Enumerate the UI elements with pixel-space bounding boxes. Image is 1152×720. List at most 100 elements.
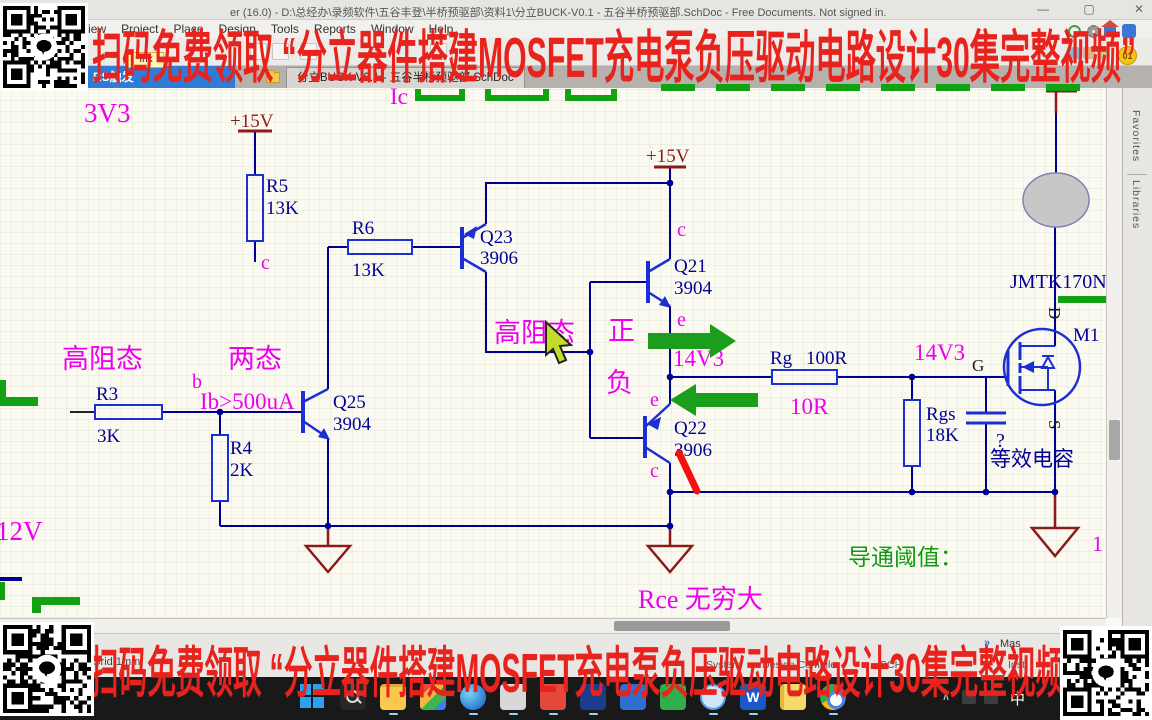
q23-ref: Q23 <box>480 227 513 248</box>
label-neg: 负 <box>606 368 633 398</box>
toolbar-icon[interactable] <box>272 43 289 60</box>
edge-browser-icon[interactable] <box>460 684 486 710</box>
menu-window[interactable]: Window <box>370 22 414 36</box>
q25-ref: Q25 <box>333 392 366 413</box>
menu-help[interactable]: Help <box>428 22 454 36</box>
label-pos: 正 <box>608 316 635 346</box>
doc-icon[interactable] <box>1083 47 1095 59</box>
mask-level-button[interactable]: Mas <box>1000 638 1021 650</box>
label-ic: Ic <box>390 88 408 109</box>
r3-val: 3K <box>97 426 121 447</box>
tray-expand-icon[interactable]: ∧ <box>942 691 951 703</box>
p15v-label-2: +15V <box>646 146 690 167</box>
label-threshold: 导通阈值： <box>848 545 963 570</box>
vertical-scrollbar[interactable] <box>1106 88 1122 618</box>
title-bar: er (16.0) - D:\总经办\录频软件\五谷丰登\半桥预驱部\资料1\分… <box>0 0 1152 20</box>
blue-edge-dash <box>0 577 22 581</box>
label-two-state: 两态 <box>228 344 282 374</box>
toolbar-icon[interactable] <box>430 43 447 60</box>
menu-reports[interactable]: Reports <box>313 22 356 36</box>
resistors[interactable] <box>94 174 921 502</box>
resistor-rgs <box>903 399 921 467</box>
maximize-button[interactable]: ▢ <box>1083 2 1095 16</box>
tab-rs-trigger[interactable]: RS触发 <box>85 66 235 88</box>
document-tab-bar: RS触发 分立BUCK-V0.1 - 五谷半桥预驱部.SchDoc <box>0 66 1152 88</box>
search-icon[interactable] <box>340 684 366 710</box>
swap-icon[interactable] <box>1122 24 1136 38</box>
word-icon[interactable]: W <box>740 684 766 710</box>
transistor-arrows <box>318 226 671 440</box>
doc-icon[interactable] <box>1098 47 1110 59</box>
app-icon[interactable] <box>660 684 686 710</box>
doc-icon[interactable] <box>1068 47 1080 59</box>
linkedin-icon[interactable] <box>580 684 606 710</box>
schematic-canvas[interactable]: R5 13K R6 13K R3 3K R4 2K Rg 100R Rgs 18… <box>0 88 1106 618</box>
home-icon[interactable] <box>1101 20 1119 36</box>
panel-button-design-compiler[interactable]: Design Compiler <box>762 659 840 671</box>
magenta-annotations: 3V3 12V 高阻态 两态 高阻态 正 负 Rce 无穷大 Ic Ib>500… <box>0 88 1103 614</box>
p15v-label-1: +15V <box>230 111 274 132</box>
file-explorer-icon[interactable] <box>380 684 406 710</box>
tray-icon[interactable] <box>984 690 998 704</box>
start-button-icon[interactable] <box>300 684 326 710</box>
resistor-r6 <box>347 239 413 255</box>
rgs-val: 18K <box>926 425 959 446</box>
tab-active-schdoc[interactable]: 分立BUCK-V0.1 - 五谷半桥预驱部.SchDoc <box>286 67 525 88</box>
app-icon[interactable] <box>620 684 646 710</box>
green-dash <box>991 84 1025 91</box>
menu-project[interactable]: Project <box>121 22 159 36</box>
toolbar-icon[interactable] <box>300 43 317 60</box>
toolbar-icon[interactable] <box>452 43 469 60</box>
panel-button-instruments[interactable]: Inst <box>1008 659 1025 671</box>
app-icon[interactable] <box>500 684 526 710</box>
notes-app-icon[interactable] <box>780 684 806 710</box>
close-button[interactable]: ✕ <box>1133 2 1145 16</box>
qq-icon[interactable] <box>700 684 726 710</box>
net-c-q22: c <box>650 460 659 482</box>
ime-indicator[interactable]: 中 <box>1010 691 1026 708</box>
inductor-bead[interactable] <box>1022 172 1090 228</box>
open-app-indicator <box>389 713 398 715</box>
r6-val: 13K <box>352 260 385 281</box>
r5-val: 13K <box>266 198 299 219</box>
rg-val: 100R <box>806 348 848 369</box>
open-app-indicator <box>829 713 838 715</box>
horizontal-scrollbar-thumb[interactable] <box>614 621 730 631</box>
refresh-icon[interactable] <box>1068 25 1081 38</box>
gear-icon[interactable] <box>1087 25 1100 38</box>
chrome-icon[interactable] <box>820 684 846 710</box>
panel-button-system[interactable]: System <box>706 659 742 671</box>
green-dash <box>771 84 805 91</box>
main-toolbar <box>0 38 1152 66</box>
vertical-scrollbar-thumb[interactable] <box>1109 420 1120 460</box>
minimize-button[interactable]: — <box>1037 2 1049 16</box>
photos-app-icon[interactable] <box>420 684 446 710</box>
right-panel-tabs: Favorites Libraries <box>1122 88 1152 633</box>
power-bars <box>238 89 1077 169</box>
chevron-right-icon[interactable]: » <box>984 637 991 649</box>
tab-favorites[interactable]: Favorites <box>1130 110 1142 163</box>
capacitor[interactable] <box>966 411 1006 425</box>
resistor-r5 <box>246 174 264 242</box>
power-labels: +15V +15V <box>230 111 690 167</box>
label-highz-1: 高阻态 <box>62 344 143 374</box>
resistor-r4 <box>211 434 229 502</box>
menu-design[interactable]: Design <box>218 22 256 36</box>
mouse-cursor-icon <box>545 319 574 365</box>
transistors[interactable] <box>301 222 671 465</box>
tab-libraries[interactable]: Libraries <box>1130 180 1142 230</box>
horizontal-scrollbar[interactable] <box>0 618 1106 633</box>
cap-question: ? <box>996 430 1005 452</box>
green-dash <box>661 84 695 91</box>
rgs-ref: Rgs <box>926 404 956 425</box>
panel-button-sch[interactable]: SCH <box>880 659 903 671</box>
menu-place[interactable]: Place <box>173 22 204 36</box>
menu-tools[interactable]: Tools <box>270 22 299 36</box>
tray-icon[interactable] <box>962 690 976 704</box>
mosfet-m1[interactable] <box>1002 327 1082 407</box>
pin-labels: G D S <box>972 307 1064 429</box>
toolbar-icon[interactable] <box>250 43 267 60</box>
mail-app-icon[interactable] <box>540 684 566 710</box>
window-title: er (16.0) - D:\总经办\录频软件\五谷丰登\半桥预驱部\资料1\分… <box>230 7 887 19</box>
